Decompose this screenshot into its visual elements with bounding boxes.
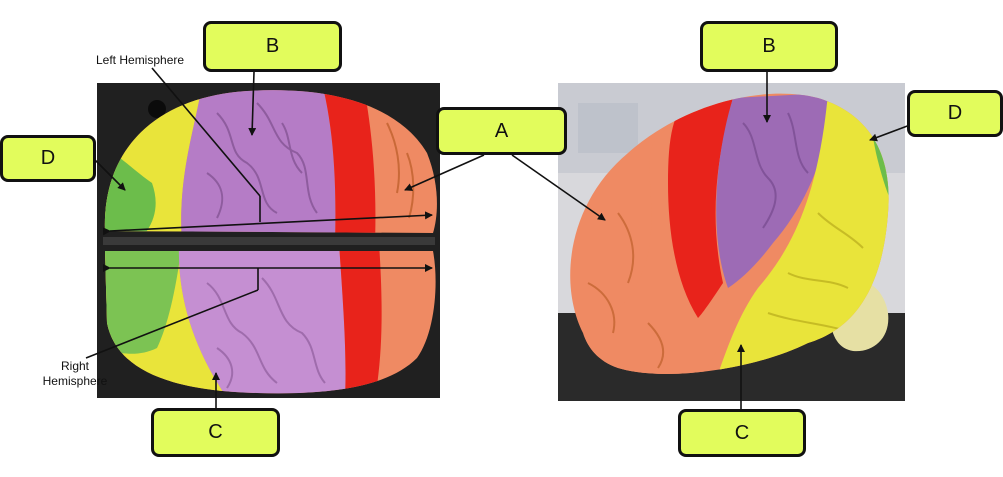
arrow-a-left xyxy=(404,154,485,191)
top-view-brain-illustration xyxy=(97,83,440,398)
label-box-a: A xyxy=(436,107,567,155)
top-view-brain-photo xyxy=(97,83,440,398)
arrow-a-right xyxy=(511,154,606,221)
lateral-view-brain-photo xyxy=(558,83,905,401)
label-box-d-right: D xyxy=(907,90,1003,137)
left-hemisphere-label: Left Hemisphere xyxy=(96,53,185,67)
label-box-b-right: B xyxy=(700,21,838,72)
label-box-c-left: C xyxy=(151,408,280,457)
arrow-d-left xyxy=(94,159,126,191)
hemisphere-axis-upper xyxy=(102,211,433,236)
hole-mark xyxy=(148,100,166,118)
right-hemisphere-label-line2: Hemisphere xyxy=(42,374,108,388)
left-hemisphere-leader xyxy=(151,67,261,197)
right-hemisphere-label-line1: Right xyxy=(60,359,89,373)
label-box-c-right: C xyxy=(678,409,806,457)
lateral-view-brain-illustration xyxy=(558,83,905,401)
arrow-d-right xyxy=(869,124,911,142)
label-box-b-left: B xyxy=(203,21,342,72)
right-hemisphere-regions xyxy=(105,251,436,394)
right-hemisphere-label: Right Hemisphere xyxy=(40,359,110,389)
label-box-d-left: D xyxy=(0,135,96,182)
arrow-b-left xyxy=(248,71,257,136)
right-hemisphere-leader xyxy=(85,289,259,359)
